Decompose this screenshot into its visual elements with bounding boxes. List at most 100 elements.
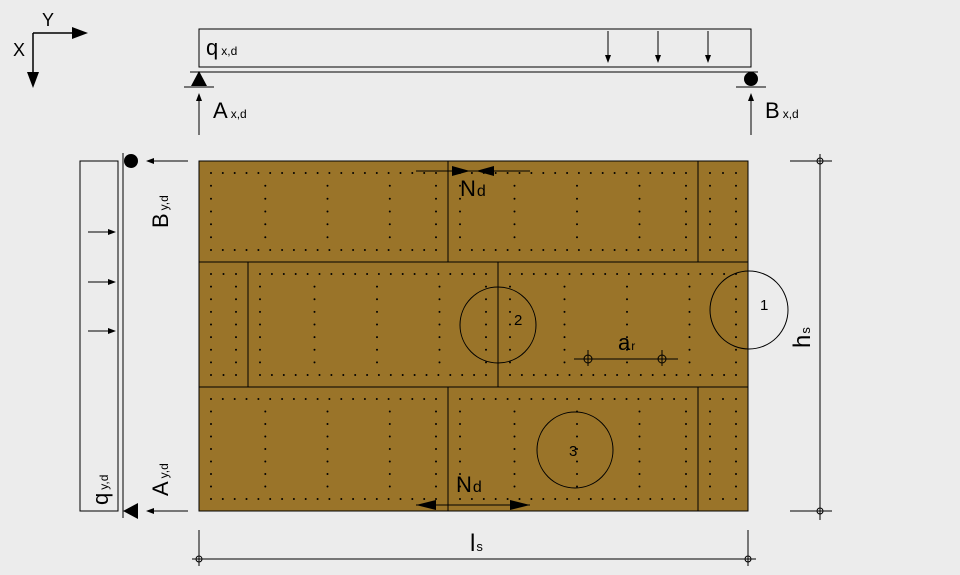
fastener-dot bbox=[264, 460, 267, 463]
support-b-x-main: B bbox=[765, 98, 780, 123]
fastener-dot bbox=[688, 348, 691, 351]
fastener-dot bbox=[709, 223, 711, 226]
fastener-dot bbox=[352, 249, 355, 251]
fastener-dot bbox=[435, 197, 437, 200]
fastener-dot bbox=[210, 336, 212, 339]
fastener-dot bbox=[388, 210, 391, 213]
height-main: h bbox=[789, 335, 816, 348]
fastener-dot bbox=[259, 348, 261, 351]
fastener-dot bbox=[566, 249, 569, 251]
fastener-dot bbox=[233, 398, 236, 400]
fastener-dot bbox=[376, 361, 378, 364]
fastener-dot bbox=[388, 423, 391, 425]
fastener-dot bbox=[245, 498, 248, 500]
fastener-dot bbox=[735, 485, 737, 488]
fastener-dot bbox=[709, 172, 711, 174]
fastener-dot bbox=[210, 310, 212, 313]
fastener-dot bbox=[257, 498, 260, 500]
fastener-dot bbox=[638, 460, 641, 463]
fastener-dot bbox=[601, 172, 604, 174]
fastener-dot bbox=[542, 398, 545, 400]
fastener-dot bbox=[663, 273, 666, 275]
fastener-dot bbox=[735, 448, 737, 450]
fastener-dot bbox=[709, 236, 711, 239]
fastener-dot bbox=[566, 398, 569, 400]
fastener-dot bbox=[673, 498, 676, 500]
fastener-dot bbox=[222, 273, 225, 275]
normal-force-top-label: Nd bbox=[460, 176, 486, 201]
fastener-dot bbox=[377, 273, 380, 275]
fastener-dot bbox=[513, 210, 516, 213]
fastener-dot bbox=[435, 473, 437, 475]
fastener-dot bbox=[438, 348, 441, 351]
fastener-dot bbox=[604, 273, 607, 275]
normal-force-top-arrowhead-left bbox=[476, 166, 494, 176]
circle-1-label: 1 bbox=[760, 297, 768, 314]
fastener-dot bbox=[568, 374, 571, 376]
fastener-dot bbox=[233, 172, 236, 174]
fastener-dot bbox=[685, 249, 687, 251]
fastener-dot bbox=[709, 184, 711, 187]
fastener-dot bbox=[235, 298, 237, 301]
fastener-dot bbox=[352, 172, 355, 174]
fastener-dot bbox=[722, 498, 724, 500]
fastener-dot bbox=[639, 273, 642, 275]
fastener-dot bbox=[485, 285, 487, 288]
fastener-dot bbox=[688, 285, 691, 288]
fastener-dot bbox=[210, 348, 212, 351]
fastener-dot bbox=[685, 423, 687, 425]
fastener-dot bbox=[435, 485, 437, 488]
fastener-dot bbox=[363, 498, 366, 500]
fastener-dot bbox=[375, 398, 378, 400]
fastener-dot bbox=[245, 249, 248, 251]
fastener-dot bbox=[459, 184, 461, 187]
fastener-dot bbox=[530, 398, 533, 400]
load-y-label: qy,d bbox=[88, 475, 113, 505]
fastener-dot bbox=[259, 374, 261, 376]
support-a-x-main: A bbox=[213, 98, 228, 123]
fastener-dot bbox=[210, 361, 212, 364]
fastener-dot bbox=[435, 448, 437, 450]
fastener-dot bbox=[264, 485, 267, 488]
fastener-dot bbox=[376, 298, 378, 301]
fastener-dot bbox=[685, 448, 687, 450]
fastener-dot bbox=[269, 249, 272, 251]
fastener-spacing-sub: r bbox=[631, 339, 635, 353]
fastener-dot bbox=[399, 498, 402, 500]
fastener-dot bbox=[520, 273, 523, 275]
fastener-dot bbox=[604, 374, 607, 376]
fastener-dot bbox=[366, 273, 369, 275]
fastener-dot bbox=[638, 236, 641, 239]
fastener-dot bbox=[376, 348, 378, 351]
fastener-dot bbox=[494, 498, 497, 500]
fastener-dot bbox=[437, 374, 440, 376]
fastener-dot bbox=[673, 249, 676, 251]
fastener-dot bbox=[566, 498, 569, 500]
fastener-dot bbox=[259, 310, 261, 313]
normal-force-bottom-arrowhead-right bbox=[510, 500, 530, 510]
fastener-dot bbox=[235, 348, 237, 351]
fastener-dot bbox=[376, 323, 378, 326]
fastener-dot bbox=[509, 348, 511, 351]
fastener-dot bbox=[270, 374, 273, 376]
fastener-dot bbox=[294, 374, 297, 376]
fastener-dot bbox=[221, 249, 224, 251]
detail-circles bbox=[459, 270, 789, 489]
fastener-dot bbox=[685, 398, 687, 400]
fastener-dot bbox=[485, 323, 487, 326]
fastener-dot bbox=[685, 197, 687, 200]
fastener-dot bbox=[387, 398, 390, 400]
fastener-dot bbox=[210, 184, 212, 187]
fastener-dot bbox=[735, 310, 737, 313]
fastener-dot bbox=[627, 273, 630, 275]
fastener-dot bbox=[449, 374, 452, 376]
fastener-dot bbox=[411, 172, 414, 174]
fastener-dot bbox=[210, 323, 212, 326]
fastener-dot bbox=[376, 310, 378, 313]
fastener-dot bbox=[318, 374, 321, 376]
height-label: hs bbox=[789, 327, 816, 348]
detail-circle-2 bbox=[459, 286, 537, 364]
support-a-x-sub: x,d bbox=[231, 107, 247, 121]
